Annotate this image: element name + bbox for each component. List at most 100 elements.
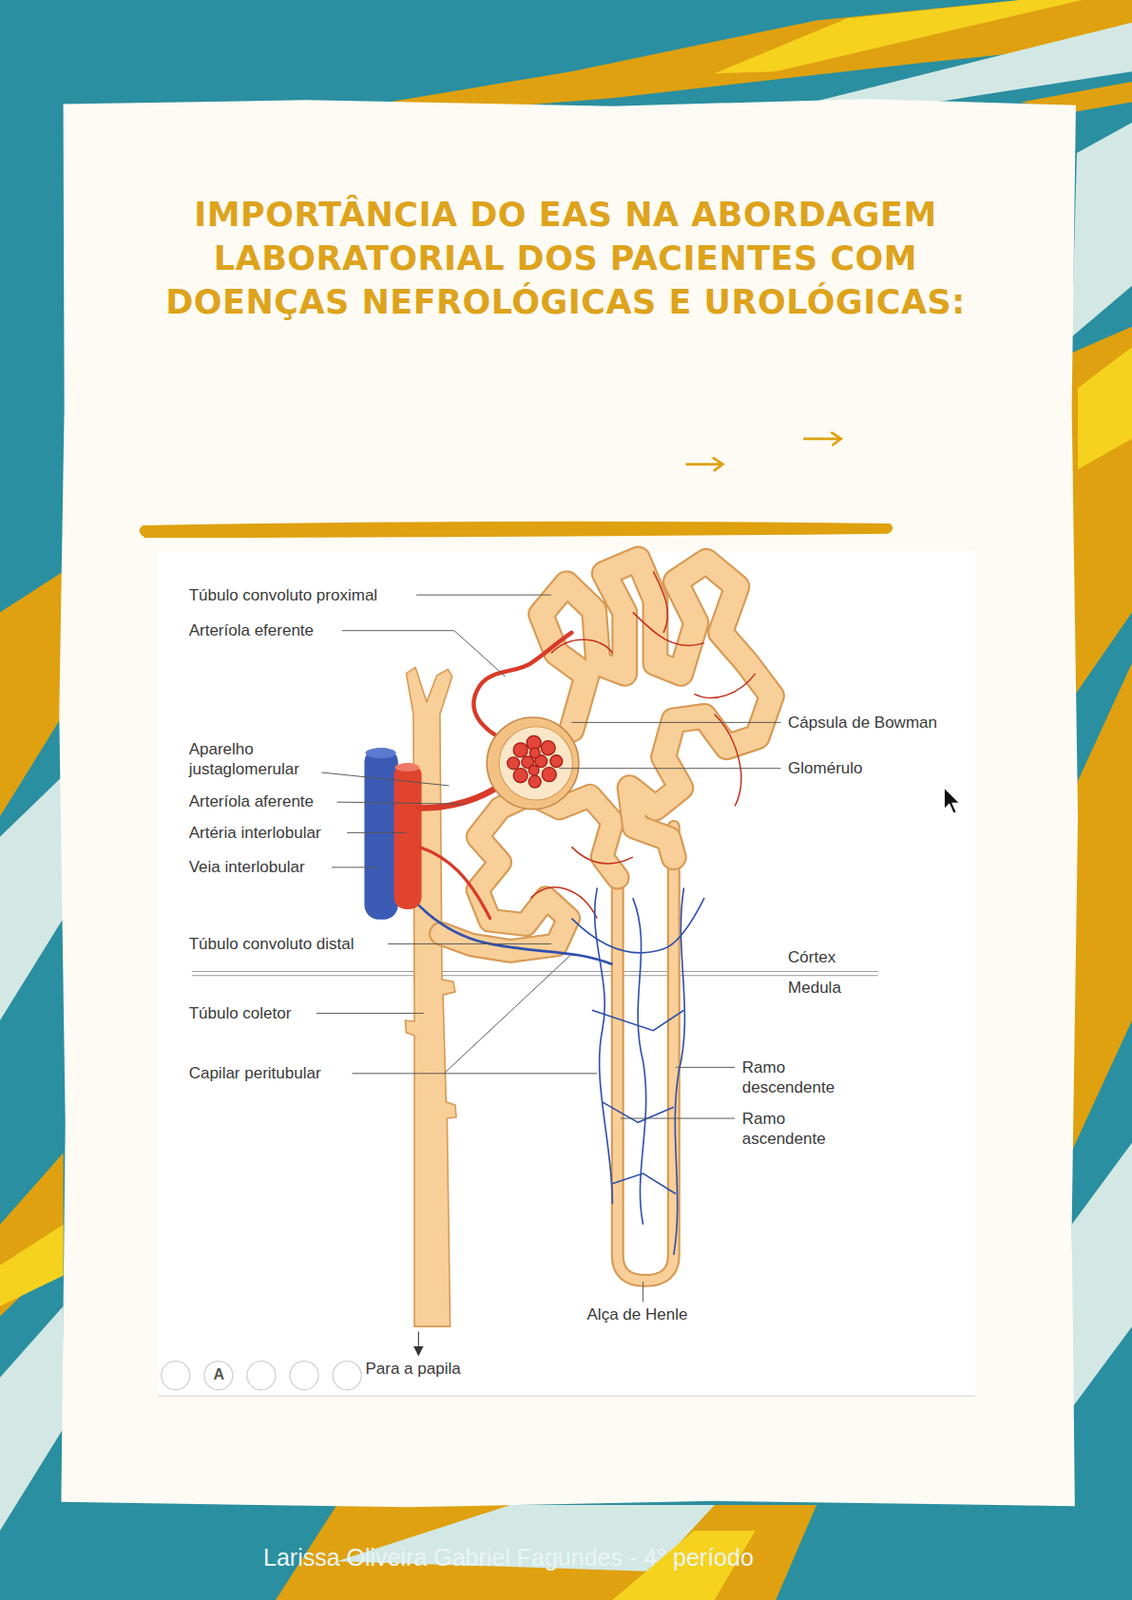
part-label: Ramo descendente bbox=[742, 1057, 843, 1098]
leader-line bbox=[675, 1067, 735, 1069]
peritubular-capillaries bbox=[571, 898, 705, 954]
part-label: Aparelho justaglomerular bbox=[189, 739, 318, 780]
glomerulus bbox=[513, 768, 528, 784]
figure-ground bbox=[157, 551, 975, 1397]
paper-panel bbox=[58, 98, 1078, 1508]
viewer-toolbar bbox=[161, 1362, 362, 1391]
cortex-medulla-line bbox=[191, 971, 879, 973]
proximal-tubule bbox=[540, 559, 772, 859]
leader-line bbox=[352, 954, 573, 1075]
glomerulus bbox=[528, 775, 541, 788]
poster-title: IMPORTÂNCIA DO EAS NA ABORDAGEM LABORATO… bbox=[137, 192, 994, 325]
part-label: Túbulo coletor bbox=[189, 1003, 292, 1024]
cortex-medulla-line bbox=[191, 971, 879, 976]
peritubular-capillaries bbox=[612, 1173, 676, 1194]
background bbox=[0, 775, 64, 1021]
viewer-toolbar bbox=[204, 1362, 233, 1391]
red-capillaries bbox=[714, 714, 742, 807]
peritubular-capillaries bbox=[594, 887, 614, 1205]
distal-tubule bbox=[441, 794, 618, 952]
leader-line bbox=[321, 772, 449, 787]
arterioles bbox=[419, 846, 490, 919]
red-capillaries bbox=[571, 846, 633, 864]
red-capillaries bbox=[693, 673, 755, 699]
viewer-toolbar bbox=[332, 1362, 362, 1391]
red-capillaries bbox=[652, 571, 668, 633]
mouse-cursor bbox=[943, 787, 960, 814]
interlobular-vessels bbox=[394, 763, 423, 910]
glomerulus bbox=[507, 735, 563, 788]
viewer-toolbar bbox=[247, 1362, 276, 1391]
glomerulus bbox=[529, 748, 540, 759]
glomerulus bbox=[513, 743, 528, 758]
proximal-tubule bbox=[540, 559, 772, 859]
papilla-arrow bbox=[414, 1332, 423, 1357]
papilla-arrow bbox=[414, 1347, 423, 1357]
bowman-capsule bbox=[486, 717, 579, 810]
decor-arrow bbox=[687, 432, 842, 471]
part-label: Para a papila bbox=[364, 1359, 461, 1380]
papilla-arrow bbox=[418, 1332, 420, 1350]
red-capillaries bbox=[530, 887, 597, 920]
title-underline bbox=[139, 521, 894, 538]
leader-line bbox=[346, 832, 406, 834]
part-label: Arteríola eferente bbox=[189, 620, 314, 641]
part-label: Veia interlobular bbox=[189, 857, 306, 878]
part-label: Arteríola aferente bbox=[189, 791, 314, 812]
part-label: Glomérulo bbox=[787, 758, 863, 779]
red-capillaries bbox=[633, 612, 705, 646]
peritubular-capillaries bbox=[602, 1102, 674, 1123]
leader-line bbox=[342, 631, 506, 677]
background bbox=[1072, 122, 1132, 338]
distal-tubule bbox=[441, 794, 618, 952]
glomerulus bbox=[528, 765, 539, 776]
glomerulus bbox=[540, 741, 556, 756]
leader-line bbox=[331, 866, 378, 868]
decor-arrow bbox=[804, 432, 842, 445]
part-label: Túbulo convoluto proximal bbox=[189, 585, 378, 606]
glomerulus bbox=[507, 757, 520, 770]
loop-of-henle bbox=[617, 826, 674, 1282]
part-label: Córtex bbox=[787, 947, 836, 968]
mouse-cursor bbox=[943, 787, 960, 814]
part-label: Ramo ascendente bbox=[742, 1109, 843, 1150]
title-underline bbox=[139, 521, 894, 538]
part-label: Medula bbox=[787, 978, 842, 998]
decor-arrow bbox=[687, 458, 724, 471]
peritubular-capillaries bbox=[571, 887, 705, 1256]
background bbox=[387, 0, 1132, 115]
leader-line bbox=[559, 767, 782, 769]
paper-panel bbox=[58, 98, 1078, 1508]
peritubular-capillaries bbox=[673, 887, 686, 1256]
distal-tubule bbox=[441, 794, 618, 952]
interlobular-vessels bbox=[364, 748, 398, 920]
interlobular-vessels bbox=[395, 763, 421, 772]
leader-line bbox=[316, 594, 782, 1303]
proximal-tubule bbox=[540, 559, 772, 859]
background bbox=[0, 1153, 64, 1318]
glomerulus bbox=[550, 755, 563, 768]
part-label: Cápsula de Bowman bbox=[787, 712, 938, 733]
peritubular-capillaries bbox=[592, 1010, 685, 1031]
leader-line bbox=[416, 594, 552, 596]
leader-line bbox=[620, 1118, 735, 1120]
background bbox=[1072, 1143, 1132, 1409]
leader-line bbox=[571, 722, 781, 724]
leader-line bbox=[387, 943, 552, 945]
cortex-medulla-line bbox=[191, 975, 879, 977]
part-label: Alça de Henle bbox=[587, 1304, 689, 1325]
toolbar-letter: A bbox=[212, 1364, 225, 1385]
author-caption: Larissa Oliveira Gabriel Fagundes - 4° p… bbox=[263, 1543, 754, 1573]
leader-line bbox=[336, 802, 464, 805]
leader-line bbox=[316, 1013, 424, 1015]
part-label: Capilar peritubular bbox=[189, 1063, 322, 1084]
background bbox=[1077, 346, 1132, 470]
leader-line bbox=[642, 1282, 644, 1303]
background bbox=[0, 571, 64, 817]
background bbox=[0, 1225, 64, 1307]
loop-of-henle bbox=[617, 826, 674, 1282]
bowman-capsule bbox=[486, 717, 579, 810]
